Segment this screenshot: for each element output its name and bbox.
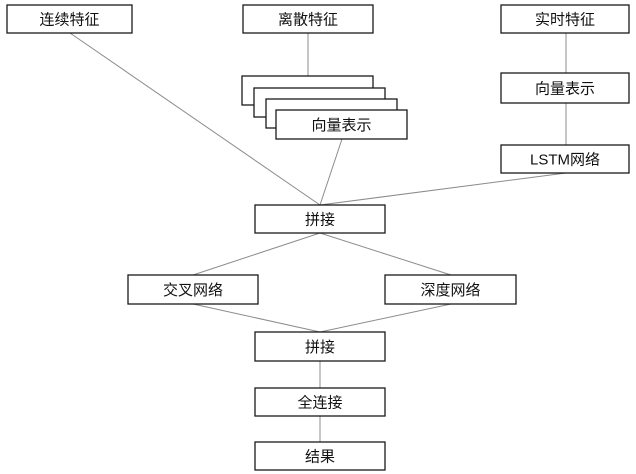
edge-vector-discrete-to-concat [319, 138, 343, 206]
node-concat-1: 拼接 [254, 204, 386, 234]
stack-layer [275, 109, 408, 140]
edge-concat-to-deep [319, 232, 452, 276]
node-label: 全连接 [297, 394, 342, 412]
edges [69, 32, 567, 442]
node-label: 连续特征 [39, 11, 99, 29]
edge-cross-to-concat2 [192, 303, 321, 333]
node-deep-network: 深度网络 [384, 274, 517, 305]
edge-lstm-to-concat [319, 172, 567, 206]
node-label: 实时特征 [535, 11, 595, 29]
edge-deep-to-concat2 [319, 303, 452, 333]
node-label: LSTM网络 [530, 152, 600, 169]
node-lstm-network: LSTM网络 [500, 144, 630, 174]
node-realtime-features: 实时特征 [500, 4, 630, 34]
node-label: 向量表示 [535, 80, 595, 98]
node-label: 拼接 [305, 211, 335, 229]
node-label: 深度网络 [420, 281, 480, 299]
edge-concat-to-cross [192, 232, 321, 276]
node-result: 结果 [254, 441, 386, 471]
node-label: 拼接 [305, 338, 335, 356]
node-label: 结果 [305, 448, 335, 466]
edge-continuous-to-concat [69, 32, 321, 206]
embedding-stack: 向量表示 [241, 75, 408, 140]
node-vector-repr-realtime: 向量表示 [500, 72, 630, 104]
node-discrete-features: 离散特征 [242, 4, 374, 34]
node-cross-network: 交叉网络 [127, 274, 259, 305]
node-concat-2: 拼接 [254, 331, 386, 362]
node-label: 向量表示 [311, 116, 371, 134]
node-label: 离散特征 [278, 11, 338, 29]
node-continuous-features: 连续特征 [6, 4, 133, 34]
node-label: 交叉网络 [163, 281, 223, 299]
node-fully-connected: 全连接 [254, 387, 386, 417]
